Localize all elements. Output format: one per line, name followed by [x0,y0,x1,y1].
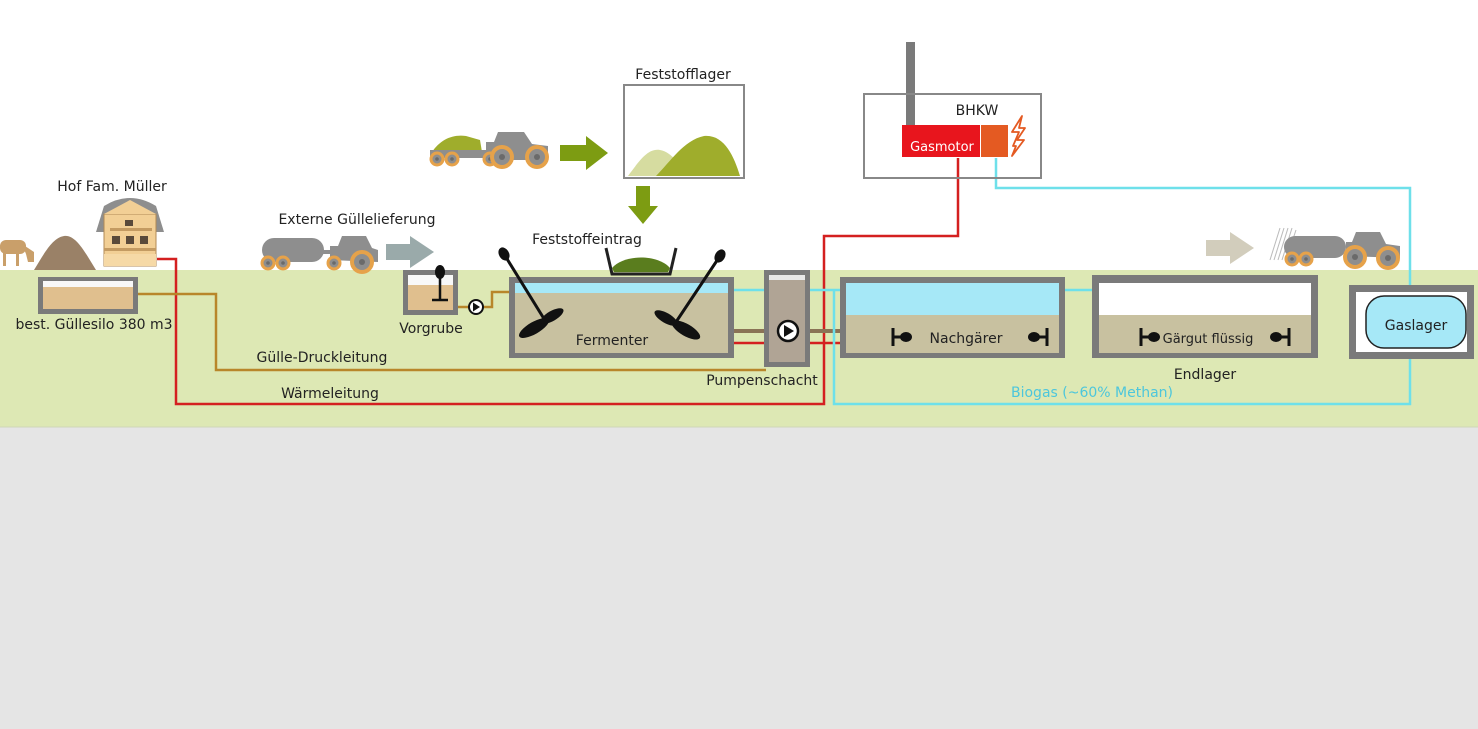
fermenter-label: Fermenter [576,333,649,349]
vorgrube-agitator-icon [432,265,448,302]
heat-line [157,158,960,406]
pumpenschacht-shaft [764,270,810,367]
pumpenschacht-label: Pumpenschacht [706,373,818,389]
arrow-beige-icon [1206,232,1254,264]
waermeleitung-label: Wärmeleitung [281,386,379,402]
silage-tractor-icon [429,132,549,169]
hof-label: Hof Fam. Müller [57,179,167,195]
gasmotor-box [902,125,980,157]
arrow-green-right-icon [560,136,608,170]
farmhouse-icon [96,198,164,267]
guellesilo-label: best. Güllesilo 380 m3 [15,317,172,333]
arrow-grey-icon [386,236,434,268]
pumpenschacht-pump-icon [776,319,800,343]
nachgaerer-label: Nachgärer [930,331,1003,347]
guellesilo-tank [38,277,138,314]
externe-label: Externe Güllelieferung [278,212,435,228]
bhkw-label: BHKW [956,103,999,119]
gaergut-label: Gärgut flüssig [1163,332,1254,347]
feststoffeintrag-hopper [604,247,678,276]
gaslager-label: Gaslager [1385,318,1448,334]
arrow-green-down-icon [628,186,658,224]
fermenter-agitator-right-icon [654,249,726,340]
fermenter-agitator-left-icon [498,247,564,338]
silage-pile-icon [656,135,740,176]
spreader-tractor-icon [1269,227,1400,270]
cow-icon [0,240,34,266]
biogas-label: Biogas (~60% Methan) [1011,385,1173,401]
nachgaerer-tank [840,277,1065,358]
vorgrube-label: Vorgrube [399,321,463,337]
guelle-druckleitung-label: Gülle-Druckleitung [257,350,388,366]
gasmotor-label: Gasmotor [910,140,974,155]
lightning-icon [1011,115,1026,157]
bhkw-box [863,93,1042,179]
manure-heap-icon [34,235,96,270]
slurry-pressure-line [138,292,766,372]
vorgrube-tank [403,270,458,315]
slurry-vorgrube-line [484,290,510,309]
vorgrube-pump-icon [468,299,484,315]
generator-box [981,125,1008,157]
feststoffeintrag-label: Feststoffeintrag [532,232,642,248]
gaslager-tank [1349,285,1474,359]
endlager-tank [1092,275,1318,358]
feststofflager-label: Feststofflager [635,67,731,83]
chimney [906,42,915,132]
slurry-tanker-tractor-icon [260,236,378,274]
endlager-label: Endlager [1174,367,1237,383]
